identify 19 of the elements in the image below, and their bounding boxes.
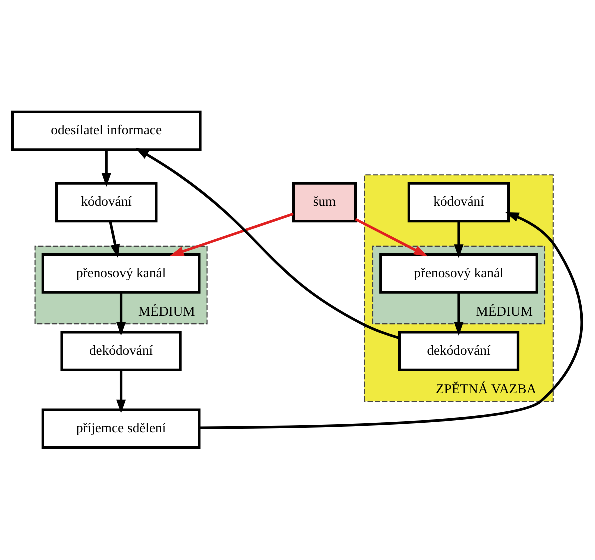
- arrow: [454, 292, 464, 336]
- arrow: [136, 148, 400, 340]
- arrow: [170, 212, 294, 256]
- arrow: [454, 222, 464, 258]
- arrow: [109, 221, 120, 258]
- node-box: kódování: [55, 182, 158, 223]
- node-box: šum: [292, 182, 357, 223]
- node-box: kódování: [408, 182, 510, 223]
- arrow: [102, 150, 112, 187]
- node-box: dekódování: [60, 331, 182, 372]
- arrow: [116, 370, 126, 414]
- arrow: [199, 212, 584, 430]
- node-box: odesílatel informace: [11, 110, 202, 152]
- node-box: příjemce sdělení: [42, 408, 201, 450]
- node-box: přenosový kanál: [42, 254, 201, 294]
- arrow: [355, 218, 428, 257]
- arrow: [116, 292, 126, 336]
- node-box: dekódování: [398, 331, 520, 372]
- node-box: přenosový kanál: [380, 254, 538, 294]
